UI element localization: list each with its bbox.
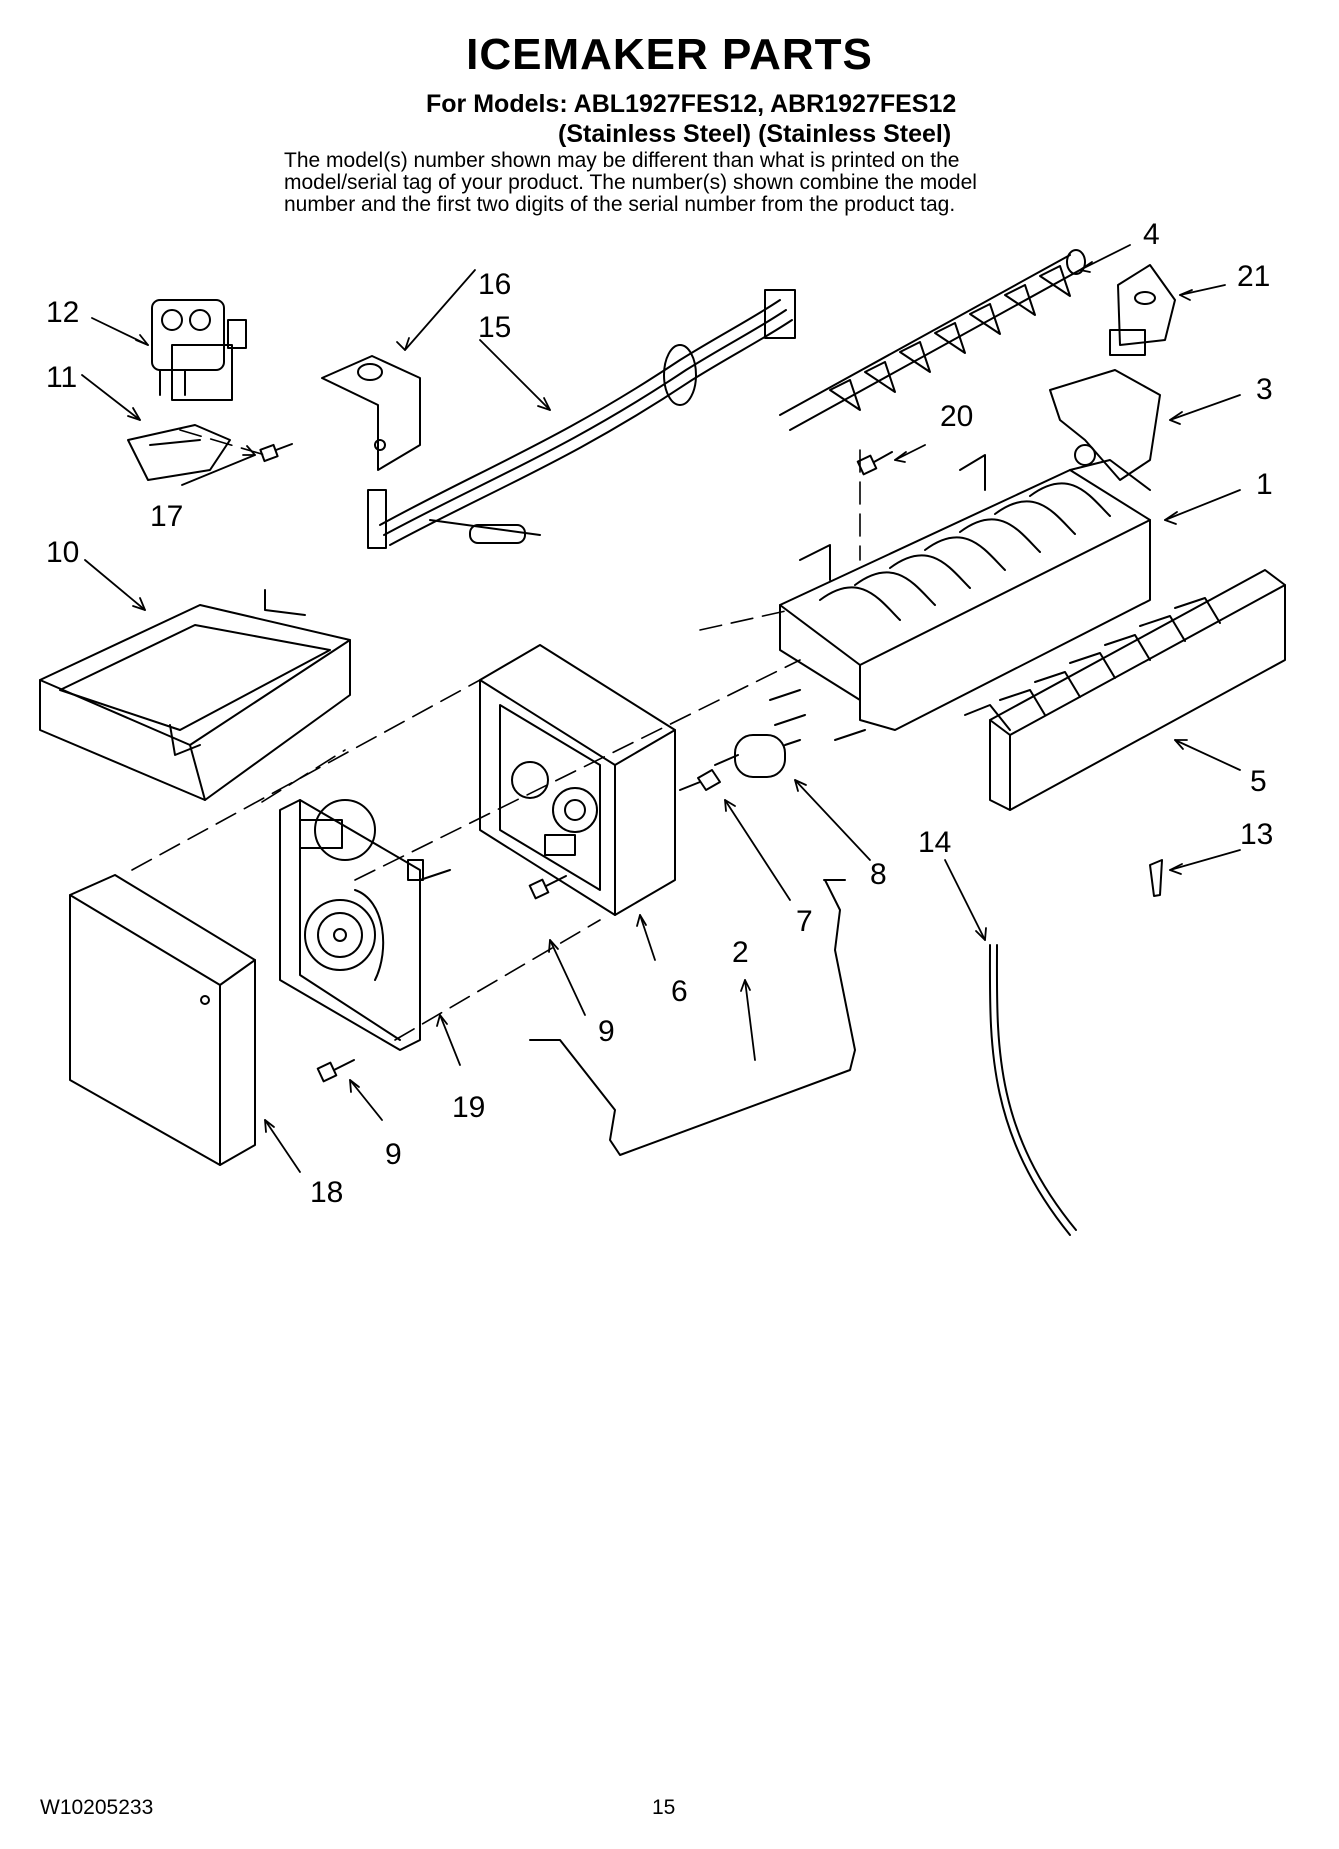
callout-15: 15 <box>478 311 512 344</box>
callout-20: 20 <box>940 400 974 433</box>
finish-line: (Stainless Steel) (Stainless Steel) <box>558 120 952 148</box>
ice-mold-part-1 <box>779 454 1151 731</box>
callout-8: 8 <box>870 858 887 891</box>
fitting-part-7 <box>679 769 721 791</box>
valve-bracket-part-11 <box>127 424 231 481</box>
callout-18: 18 <box>310 1176 344 1209</box>
callout-10: 10 <box>46 536 80 569</box>
leader-lines <box>81 244 1241 1173</box>
thermostat-part-8 <box>714 734 801 778</box>
cam-part-21 <box>1109 264 1176 356</box>
document-number: W10205233 <box>40 1796 154 1819</box>
screw-part-9-lower <box>316 1059 355 1083</box>
callout-9-lower: 9 <box>385 1138 402 1171</box>
page-title: ICEMAKER PARTS <box>466 30 873 79</box>
callout-5: 5 <box>1250 765 1267 798</box>
screw-part-20 <box>856 451 893 476</box>
fill-tube-part-14 <box>988 944 1077 1236</box>
description-line: model/serial tag of your product. The nu… <box>284 171 977 194</box>
callout-3: 3 <box>1256 373 1273 406</box>
callout-13: 13 <box>1240 818 1274 851</box>
callout-2: 2 <box>732 936 749 969</box>
description-line: The model(s) number shown may be differe… <box>284 149 960 172</box>
shutoff-arm-part-2 <box>529 879 856 1156</box>
callout-21: 21 <box>1237 260 1271 293</box>
page-number: 15 <box>652 1796 676 1819</box>
motor-housing-part-6 <box>479 644 676 916</box>
wire-harness-part-15 <box>367 289 796 549</box>
harness-cover-part-16 <box>321 355 421 471</box>
callout-1: 1 <box>1256 468 1273 501</box>
models-line: For Models: ABL1927FES12, ABR1927FES12 <box>426 90 957 118</box>
description-line: number and the first two digits of the s… <box>284 193 956 216</box>
wire-connector-part-13 <box>1149 859 1163 897</box>
callout-12: 12 <box>46 296 80 329</box>
control-module-part-19 <box>279 799 451 1051</box>
stripper-part-5 <box>964 569 1286 811</box>
callout-4: 4 <box>1143 218 1160 251</box>
callout-14: 14 <box>918 826 952 859</box>
callout-17: 17 <box>150 500 184 533</box>
callout-7: 7 <box>796 905 813 938</box>
callout-19: 19 <box>452 1091 486 1124</box>
water-valve-part-12 <box>151 299 247 401</box>
screw-part-17 <box>259 443 293 463</box>
mold-pins <box>769 689 866 741</box>
ice-bin-part-10 <box>39 589 351 801</box>
callout-9-upper: 9 <box>598 1015 615 1048</box>
callout-6: 6 <box>671 975 688 1008</box>
screw-part-9-upper <box>528 875 567 900</box>
front-cover-part-18 <box>69 874 256 1166</box>
bearing-part-3 <box>1049 369 1161 481</box>
callout-16: 16 <box>478 268 512 301</box>
ejector-part-4 <box>779 249 1086 431</box>
callout-11: 11 <box>46 361 78 394</box>
description: The model(s) number shown may be differe… <box>284 150 1084 216</box>
